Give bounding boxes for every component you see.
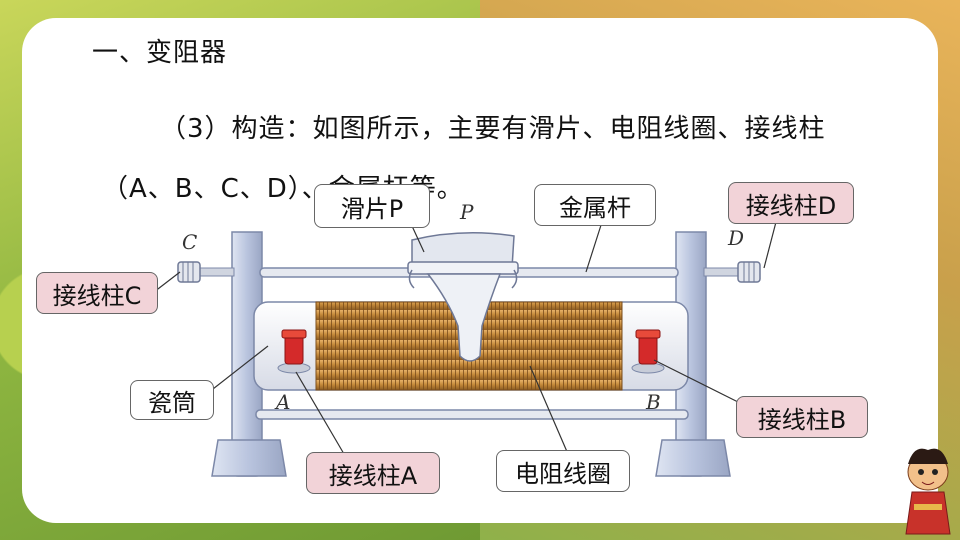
label-terminal-b: 接线柱B bbox=[736, 396, 868, 438]
leader-lines bbox=[153, 221, 777, 455]
bottom-rod bbox=[255, 409, 689, 420]
letter-c: C bbox=[182, 230, 198, 254]
mascot-image bbox=[905, 448, 951, 535]
label-coil: 电阻线圈 bbox=[496, 450, 630, 492]
terminal-d bbox=[737, 261, 761, 283]
section-title: 一、变阻器 bbox=[92, 38, 228, 68]
slide-card: 一、变阻器 （3）构造：如图所示，主要有滑片、电阻线圈、接线柱 （A、B、C、D… bbox=[22, 18, 938, 523]
letter-d: D bbox=[728, 226, 745, 250]
label-terminal-a: 接线柱A bbox=[306, 452, 440, 494]
letter-p: P bbox=[460, 200, 474, 224]
content-line-1: （3）构造：如图所示，主要有滑片、电阻线圈、接线柱 bbox=[160, 114, 826, 144]
label-metal-rod: 金属杆 bbox=[534, 184, 656, 226]
label-slider: 滑片P bbox=[314, 184, 430, 228]
label-terminal-c: 接线柱C bbox=[36, 272, 158, 314]
label-porcelain-tube: 瓷筒 bbox=[130, 380, 214, 420]
timestamp-watermark: 2020年2月5日星期四11时19分9秒 bbox=[606, 499, 830, 515]
terminal-b bbox=[631, 329, 665, 374]
slider-p bbox=[407, 232, 519, 362]
letter-a: A bbox=[276, 390, 291, 414]
terminal-c bbox=[177, 261, 201, 283]
label-terminal-d: 接线柱D bbox=[728, 182, 854, 224]
terminal-a bbox=[277, 329, 311, 374]
letter-b: B bbox=[646, 390, 661, 414]
